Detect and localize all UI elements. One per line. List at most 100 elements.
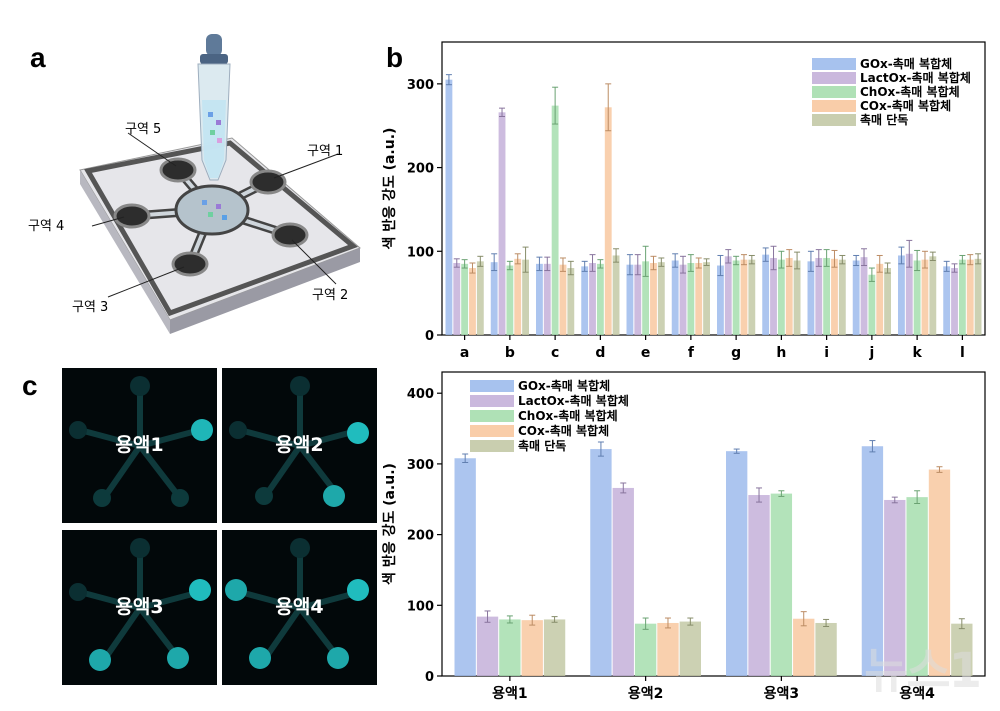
panel-letter-b: b — [386, 42, 404, 73]
top-bar-f-LactOx — [679, 264, 687, 335]
top-bar-i-Cat — [838, 259, 846, 335]
top-bar-i-GOx — [807, 261, 815, 335]
top-xtick-label: d — [595, 345, 605, 361]
top-xtick-label: e — [641, 345, 651, 361]
center-chamber — [174, 184, 250, 236]
top-bar-h-ChOx — [777, 259, 785, 335]
top-bar-g-LactOx — [724, 256, 732, 335]
top-bar-h-GOx — [762, 254, 770, 335]
fluorescence-image-1: 용액1 — [62, 368, 217, 523]
top-bar-k-ChOx — [913, 260, 921, 335]
top-legend-swatch — [812, 72, 856, 84]
zone-label-2: 구역 2 — [312, 288, 348, 303]
top-bar-d-Cat — [612, 255, 620, 335]
bottom-bar-용액2-GOx — [590, 449, 612, 676]
bottom-bar-용액2-COx — [657, 622, 679, 676]
top-bar-l-Cat — [974, 258, 982, 335]
top-ytick-label: 300 — [407, 78, 434, 93]
top-xtick-label: i — [824, 345, 829, 361]
top-xtick-label: h — [776, 345, 786, 361]
top-bar-l-COx — [966, 259, 974, 335]
solution-label-2: 용액2 — [275, 434, 324, 456]
bottom-bar-용액4-LactOx — [884, 499, 906, 676]
bottom-bar-용액1-COx — [521, 620, 543, 676]
bottom-bar-용액4-Cat — [951, 623, 973, 676]
top-bar-f-COx — [695, 263, 703, 335]
top-legend-label: GOx-촉매 복합체 — [860, 56, 952, 71]
top-bar-k-LactOx — [905, 253, 913, 335]
top-bar-b-Cat — [522, 259, 529, 335]
bottom-xtick-label: 용액4 — [899, 685, 935, 702]
bottom-bar-용액1-ChOx — [499, 619, 521, 676]
top-bar-e-Cat — [657, 262, 665, 335]
top-ytick-label: 0 — [425, 329, 434, 344]
top-bar-h-Cat — [793, 260, 801, 335]
bottom-bar-용액2-ChOx — [634, 623, 657, 676]
bottom-legend-swatch — [470, 395, 514, 407]
top-bar-l-GOx — [943, 266, 951, 335]
top-xtick-label: j — [868, 345, 874, 361]
top-bar-b-COx — [514, 258, 522, 335]
solution-label-3: 용액3 — [115, 596, 164, 618]
top-bar-c-Cat — [567, 268, 575, 335]
top-bar-c-LactOx — [543, 263, 551, 335]
top-bar-f-ChOx — [687, 263, 695, 335]
bottom-xtick-label: 용액1 — [492, 685, 528, 702]
bottom-bar-용액3-COx — [793, 618, 815, 676]
leader-lines — [91, 132, 339, 298]
top-xtick-label: a — [460, 345, 469, 361]
top-bar-c-COx — [559, 264, 567, 335]
top-bar-g-ChOx — [732, 260, 740, 335]
top-ytick-label: 200 — [407, 162, 434, 177]
top-bar-j-COx — [876, 263, 884, 335]
top-legend-label: ChOx-촉매 복합체 — [860, 84, 960, 99]
bottom-bar-용액1-LactOx — [476, 616, 499, 676]
top-bar-l-ChOx — [958, 259, 966, 335]
zone-label-5: 구역 5 — [125, 122, 161, 137]
top-bar-b-ChOx — [506, 265, 514, 335]
top-ylabel: 색 반응 강도 (a.u.) — [381, 128, 398, 250]
bottom-legend-swatch — [470, 425, 514, 437]
bottom-ytick-label: 100 — [407, 599, 434, 614]
top-bar-a-Cat — [476, 261, 484, 335]
bottom-bar-용액2-Cat — [679, 621, 701, 676]
bottom-legend-label: 촉매 단독 — [518, 438, 566, 453]
bottom-xtick-label: 용액3 — [764, 685, 800, 702]
top-legend-swatch — [812, 58, 856, 70]
bottom-bar-용액1-Cat — [543, 619, 566, 676]
zone-wells — [113, 157, 309, 277]
fluorescence-image-3: 용액3 — [62, 530, 217, 685]
top-bar-j-ChOx — [868, 274, 876, 335]
top-bar-k-COx — [921, 259, 929, 335]
solution-label-1: 용액1 — [115, 434, 164, 456]
top-bar-b-LactOx — [498, 112, 506, 335]
bottom-ytick-label: 200 — [407, 529, 434, 544]
panel-letter-c: c — [22, 370, 38, 401]
solution-label-4: 용액4 — [275, 596, 324, 618]
bottom-legend-label: COx-촉매 복합체 — [518, 423, 609, 438]
pipette-icon — [197, 34, 231, 181]
top-xtick-label: k — [912, 345, 922, 361]
chip-schematic: 구역 5 구역 1 구역 2 구역 3 구역 4 — [28, 34, 361, 334]
chip-front-side — [170, 248, 360, 334]
top-xtick-label: c — [551, 345, 559, 361]
top-bar-d-COx — [604, 107, 612, 335]
top-bar-g-COx — [740, 259, 748, 335]
top-bar-e-ChOx — [642, 261, 650, 335]
top-legend-swatch — [812, 100, 856, 112]
top-legend-label: COx-촉매 복합체 — [860, 98, 951, 113]
top-bar-h-COx — [785, 257, 793, 335]
bottom-xtick-label: 용액2 — [628, 685, 664, 702]
watermark-logo: 뉴스1 — [864, 643, 982, 699]
top-bar-e-COx — [650, 263, 657, 335]
top-xtick-label: f — [688, 345, 695, 361]
top-legend-label: LactOx-촉매 복합체 — [860, 70, 971, 85]
bottom-ytick-label: 0 — [425, 670, 434, 685]
zone-label-4: 구역 4 — [28, 219, 64, 234]
top-legend-swatch — [812, 114, 856, 126]
top-xtick-label: b — [505, 345, 515, 361]
bottom-plot-frame — [441, 371, 986, 677]
bottom-bar-용액3-Cat — [815, 622, 837, 676]
top-bar-j-GOx — [852, 260, 860, 335]
